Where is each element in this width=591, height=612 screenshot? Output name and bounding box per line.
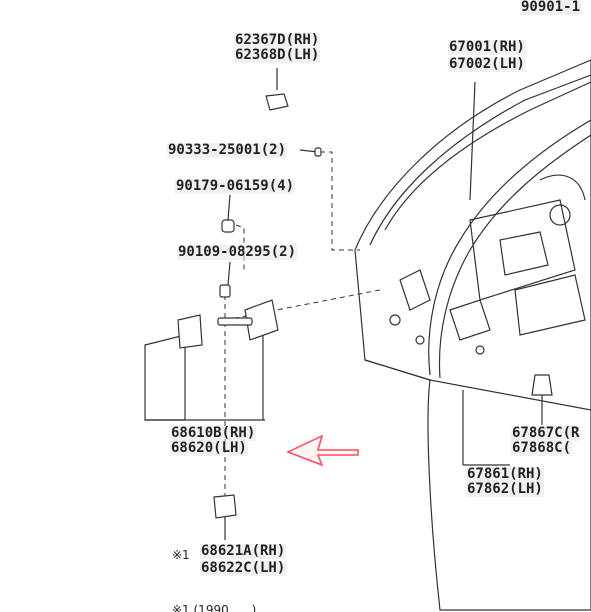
label-stopper-rh: 68621A(RH) xyxy=(200,543,287,559)
label-weatherstrip-lh: 67862(LH) xyxy=(466,481,544,497)
door-window-line xyxy=(384,81,591,231)
label-check-assy-rh: 68610B(RH) xyxy=(170,425,257,441)
label-door-panel-lh: 67002(LH) xyxy=(448,56,526,72)
label-clip-lh: 67868C( xyxy=(511,440,573,456)
door-weatherstrip xyxy=(428,119,591,376)
door-weatherstrip-inner xyxy=(438,134,591,379)
label-weatherstrip-rh: 67861(RH) xyxy=(466,466,544,482)
label-door-panel-rh: 67001(RH) xyxy=(448,39,526,55)
label-clip-rh: 67867C(R xyxy=(511,425,581,441)
label-door-hinge-rh: 62367D(RH) xyxy=(234,32,321,48)
door-check-body xyxy=(244,299,279,341)
bottom-note: ※1 (1990......) xyxy=(172,603,257,612)
stopper-part xyxy=(213,494,237,519)
highlight-arrow xyxy=(286,434,359,467)
label-stopper-lh: 68622C(LH) xyxy=(200,560,287,576)
door-bottom-edge xyxy=(429,379,591,411)
label-door-hinge-lh: 62368D(LH) xyxy=(234,47,321,63)
label-screw-1: 90179-06159(4) xyxy=(175,178,296,194)
label-check-assy-lh: 68620(LH) xyxy=(170,440,248,456)
check-bracket xyxy=(177,314,203,349)
door-lower-edge xyxy=(364,359,431,381)
clip-part xyxy=(531,374,553,396)
hinge-part xyxy=(265,93,289,111)
door-inner-frame xyxy=(369,74,591,246)
screw-part xyxy=(221,219,235,233)
label-top-right-clip: 90901-1 xyxy=(520,0,582,15)
door-outer-frame xyxy=(354,59,591,611)
door-check-arm xyxy=(217,317,253,326)
label-bolt-1: 90333-25001(2) xyxy=(167,142,288,158)
footnote-marker: ※1 xyxy=(172,548,190,562)
bolt-part xyxy=(219,284,231,298)
label-bolt-2: 90109-08295(2) xyxy=(177,244,298,260)
